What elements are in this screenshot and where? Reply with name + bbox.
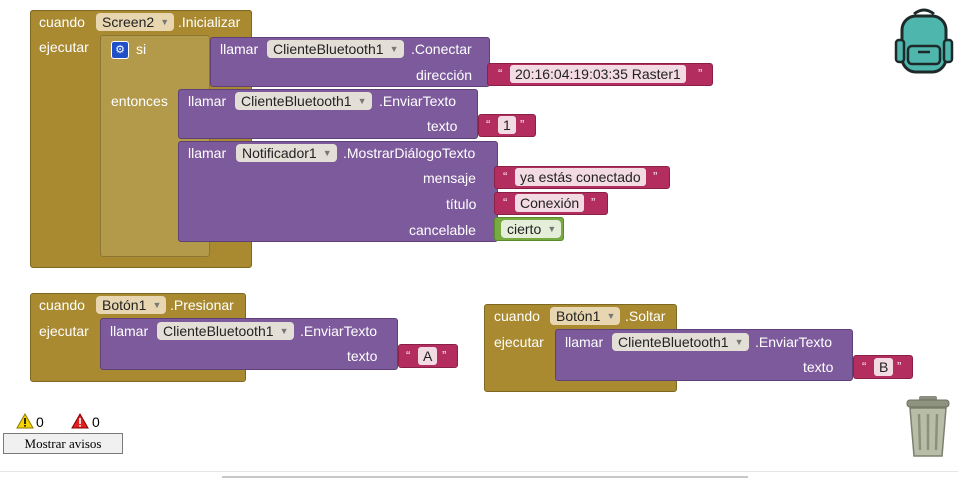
bluetooth-component-dropdown[interactable]: ClienteBluetooth1▼ [157, 322, 294, 340]
address-param-label: dirección [416, 67, 473, 83]
bluetooth-component-dropdown[interactable]: ClienteBluetooth1▼ [267, 40, 404, 58]
button-component-dropdown[interactable]: Botón1▼ [96, 296, 167, 314]
title-param-label: título [446, 196, 477, 212]
title-text-field[interactable]: Conexión [515, 194, 585, 212]
trash-icon[interactable] [903, 394, 953, 458]
close-quote: ” [520, 117, 525, 132]
do-label: ejecutar [39, 39, 89, 55]
call-label: llamar [188, 93, 227, 109]
close-quote: ” [591, 195, 596, 210]
then-label: entonces [111, 93, 168, 109]
notifier-component-dropdown[interactable]: Notificador1▼ [236, 144, 337, 162]
bluetooth-component-dropdown[interactable]: ClienteBluetooth1▼ [235, 92, 372, 110]
text-param-label: texto [427, 118, 458, 134]
if-label: si [136, 41, 147, 57]
close-quote: ” [442, 348, 447, 363]
bluetooth-component-dropdown[interactable]: ClienteBluetooth1▼ [612, 333, 749, 351]
call-label: llamar [188, 145, 227, 161]
text-param-label: texto [347, 348, 378, 364]
call-label: llamar [565, 334, 604, 350]
open-quote: “ [503, 169, 508, 184]
release-event-label: .Soltar [625, 308, 666, 324]
open-quote: “ [498, 66, 503, 81]
close-quote: ” [897, 359, 902, 374]
error-icon [71, 412, 89, 433]
close-quote: ” [698, 66, 703, 81]
horizontal-scrollbar[interactable] [222, 476, 748, 478]
screen-component-dropdown[interactable]: Screen2▼ [96, 13, 175, 31]
address-text-field[interactable]: 20:16:04:19:03:35 Raster1 [510, 65, 686, 83]
warning-count: 0 [36, 414, 44, 430]
backpack-icon[interactable] [894, 6, 954, 76]
when-label: cuando [494, 308, 540, 324]
message-text-field[interactable]: ya estás conectado [515, 168, 646, 186]
initialize-event-label: .Inicializar [178, 14, 241, 30]
send-text-method-label: .EnviarTexto [300, 323, 378, 339]
call-label: llamar [110, 323, 149, 339]
text-literal-field-a[interactable]: A [418, 347, 438, 365]
button-component-dropdown[interactable]: Botón1▼ [550, 307, 621, 325]
boolean-dropdown[interactable]: cierto▼ [501, 220, 562, 238]
call-label: llamar [220, 41, 259, 57]
message-param-label: mensaje [423, 170, 476, 186]
do-label: ejecutar [494, 334, 544, 350]
when-label: cuando [39, 297, 85, 313]
connect-method-label: .Conectar [411, 41, 472, 57]
open-quote: “ [486, 117, 491, 132]
cancelable-param-label: cancelable [409, 222, 476, 238]
error-count: 0 [92, 414, 100, 430]
text-param-label: texto [803, 359, 834, 375]
text-literal-field[interactable]: 1 [498, 116, 516, 134]
do-label: ejecutar [39, 323, 89, 339]
send-text-method-label: .EnviarTexto [379, 93, 457, 109]
open-quote: “ [503, 195, 508, 210]
mutator-gear-icon[interactable]: ⚙ [111, 41, 129, 59]
open-quote: “ [862, 359, 867, 374]
close-quote: ” [653, 169, 658, 184]
when-label: cuando [39, 14, 85, 30]
warning-icon [16, 412, 34, 433]
show-warnings-button[interactable]: Mostrar avisos [3, 433, 123, 454]
workspace-border [0, 471, 958, 472]
show-dialog-method-label: .MostrarDiálogoTexto [343, 145, 476, 161]
text-literal-field-b[interactable]: B [874, 358, 894, 376]
open-quote: “ [406, 348, 411, 363]
press-event-label: .Presionar [170, 297, 234, 313]
show-dialog-block[interactable] [178, 141, 498, 242]
send-text-method-label: .EnviarTexto [755, 334, 833, 350]
